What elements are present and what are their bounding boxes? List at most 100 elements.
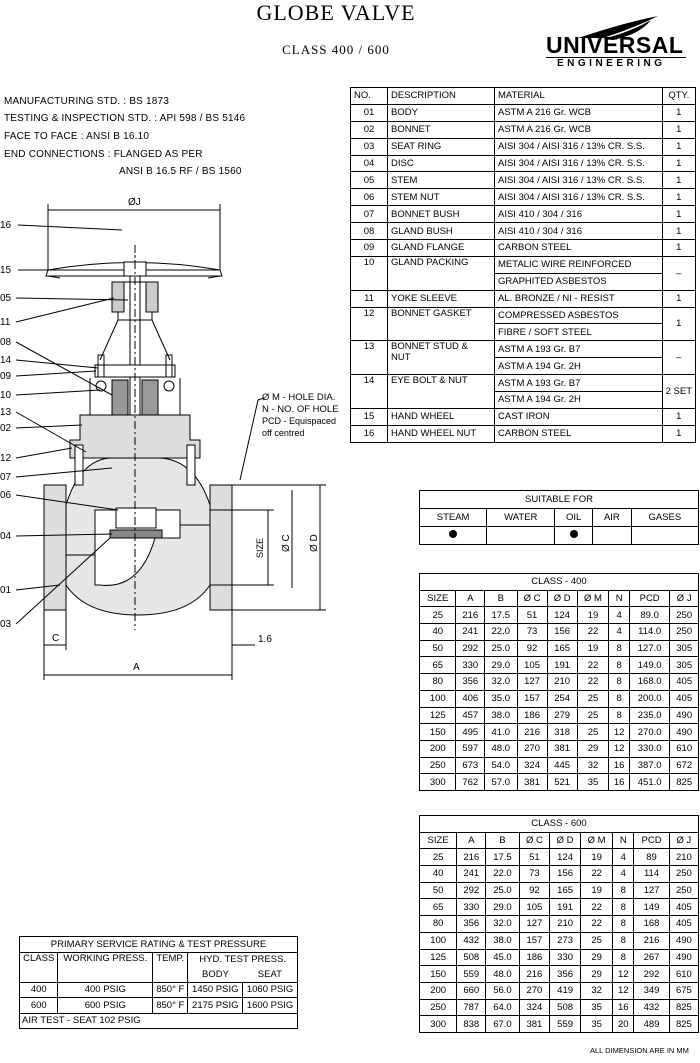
dim-cell: 610 — [669, 739, 699, 758]
dim-cell: 330 — [456, 898, 487, 917]
dim-cell: 150 — [418, 965, 458, 983]
dim-cell: 38.0 — [485, 931, 520, 950]
dim-cell: 32 — [579, 981, 614, 1000]
callout-14: 14 — [0, 355, 12, 366]
dim-cell: 489 — [633, 1015, 670, 1033]
dim-cell: 8 — [612, 898, 635, 917]
dim-cell: 157 — [518, 931, 551, 950]
dim-cell: 292 — [633, 965, 670, 983]
part-qty: 1 — [661, 188, 697, 207]
callout-05: 05 — [0, 293, 12, 304]
part-description: EYE BOLT & NUT — [387, 374, 495, 409]
dim-cell: 8 — [608, 656, 630, 675]
part-material: AISI 304 / AISI 316 / 13% CR. S.S. — [494, 154, 663, 173]
dim-cell: 12 — [612, 981, 635, 1000]
dim-cell: 25 — [579, 931, 614, 950]
rating-cell: 600 PSIG — [57, 997, 154, 1014]
dim-cell: 191 — [546, 656, 578, 675]
rating-h-seat: SEAT — [242, 967, 298, 983]
class-600-title: CLASS - 600 — [419, 815, 699, 833]
dim-cell: 4 — [608, 606, 630, 625]
dim-cell: 490 — [669, 706, 699, 725]
dim-cell: 200.0 — [628, 689, 671, 708]
dim-cell: 210 — [549, 915, 581, 933]
dim-cell: 127 — [633, 881, 670, 900]
rating-cell: 850° F — [152, 981, 189, 998]
dim-j-label: ØJ — [128, 197, 141, 208]
company-logo: UNIVERSAL ENGINEERING — [543, 12, 693, 72]
dim-cell: 29 — [576, 739, 610, 758]
part-description: BONNET — [387, 120, 495, 139]
logo-swoosh-icon — [578, 16, 658, 40]
suitable-col-water: WATER — [486, 508, 556, 527]
dim-cell: 157 — [516, 689, 548, 708]
part-description: STEM — [387, 171, 495, 190]
callout-04: 04 — [0, 531, 12, 542]
suitable-col-steam: STEAM — [418, 508, 488, 527]
dim-cell: 156 — [549, 865, 581, 883]
dim-cell: 19 — [579, 848, 614, 867]
callout-08: 08 — [0, 337, 12, 348]
dim-cell: 216 — [516, 723, 548, 741]
part-qty: 2 SET — [661, 374, 697, 409]
part-qty: 1 — [661, 120, 697, 139]
dim-cell: 405 — [668, 915, 700, 933]
dim-header: Ø D — [549, 831, 581, 850]
part-no: 07 — [350, 205, 388, 224]
rating-table: PRIMARY SERVICE RATING & TEST PRESSURE C… — [18, 936, 298, 1029]
dim-header: B — [485, 831, 520, 850]
part-qty: 1 — [661, 171, 697, 190]
dim-cell: 50 — [418, 639, 457, 658]
dim-cell: 324 — [518, 998, 551, 1017]
part-description: DISC — [387, 154, 495, 173]
dim-c-label: Ø C — [281, 534, 292, 552]
part-no: 16 — [350, 424, 388, 443]
dim-pcd-note: PCD - Equispaced — [262, 416, 336, 426]
dim-cell: 8 — [608, 689, 630, 708]
dim-cell: 51 — [518, 848, 551, 867]
dim-cell: 51 — [516, 606, 548, 625]
rating-cell: 850° F — [152, 997, 189, 1014]
dim-cell: 250 — [669, 623, 699, 641]
dim-cell: 4 — [608, 623, 630, 641]
callout-07: 07 — [0, 472, 12, 483]
rating-cell: 400 — [18, 981, 59, 998]
dim-header: Ø M — [579, 831, 614, 850]
dim-header: Ø C — [516, 589, 548, 608]
dim-cell: 200 — [418, 739, 457, 758]
dim-cell: 292 — [455, 639, 485, 658]
dim-cell: 4 — [612, 848, 635, 867]
dim-cell: 419 — [549, 981, 581, 1000]
dim-cell: 825 — [668, 1015, 700, 1033]
dim-cell: 127 — [516, 673, 548, 691]
suitable-col-gases: GASES — [630, 508, 700, 527]
dim-cell: 150 — [418, 723, 457, 741]
dim-cell: 56.0 — [485, 981, 520, 1000]
callout-03: 03 — [0, 619, 12, 630]
callout-11: 11 — [0, 317, 11, 328]
dim-header: Ø J — [668, 831, 700, 850]
dim-cell: 35 — [579, 1015, 614, 1033]
dim-pcd-note-2: off centred — [262, 428, 304, 438]
parts-header-material: MATERIAL — [494, 87, 663, 105]
dim-cell: 330 — [549, 948, 581, 967]
document-title: GLOBE VALVE — [256, 0, 416, 25]
dim-cell: 22 — [579, 865, 614, 883]
part-qty: 1 — [661, 239, 697, 257]
dim-cell: 25 — [576, 723, 610, 741]
callout-12: 12 — [0, 453, 12, 464]
part-material: COMPRESSED ASBESTOS — [494, 306, 663, 325]
rating-cell: 600 — [18, 997, 59, 1014]
part-material: AL. BRONZE / NI - RESIST — [494, 289, 663, 308]
